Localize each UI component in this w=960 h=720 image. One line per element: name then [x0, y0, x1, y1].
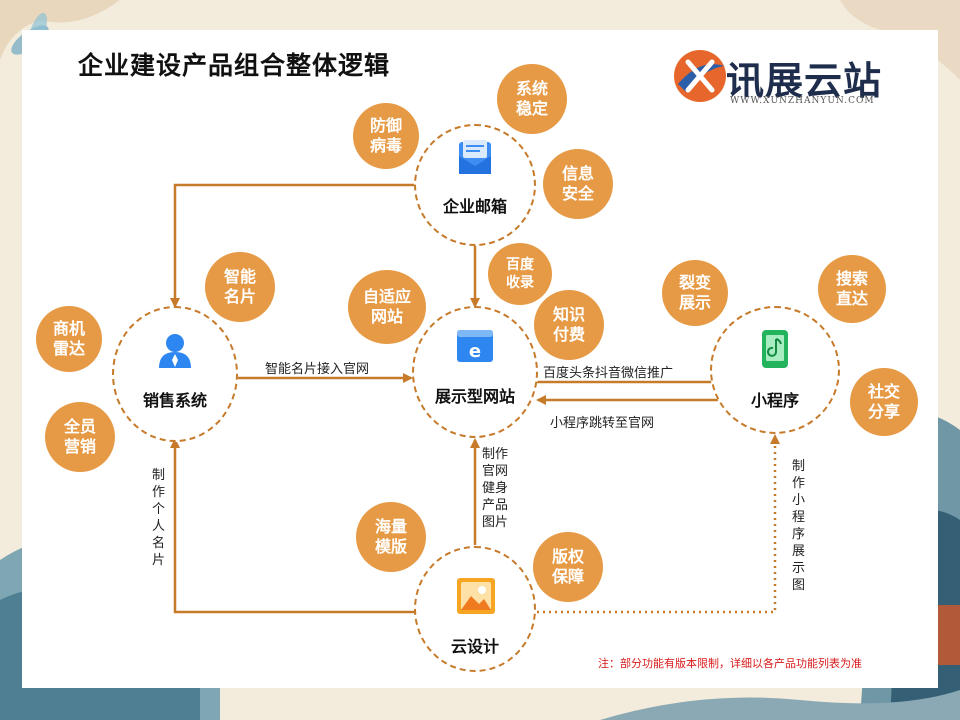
bubble-search: 搜索 直达	[818, 255, 886, 323]
picture-icon	[457, 578, 495, 614]
bubble-smartcard: 智能 名片	[205, 252, 275, 322]
bubble-payment: 知识 付费	[534, 290, 604, 360]
browser-e-icon: e	[457, 330, 493, 362]
mail-icon	[459, 140, 491, 174]
user-icon	[159, 334, 191, 368]
hub-miniapp	[710, 306, 840, 434]
bubble-radar: 商机 雷达	[36, 306, 102, 372]
edge-design-to-sales	[170, 438, 415, 614]
svg-text:e: e	[469, 341, 481, 362]
bubble-adaptive: 自适应 网站	[348, 270, 426, 344]
hub-sales-label: 销售系统	[142, 391, 207, 410]
page-title: 企业建设产品组合整体逻辑	[78, 51, 391, 80]
bubble-stable: 系统 稳定	[497, 64, 567, 134]
hub-website	[412, 306, 538, 438]
logo-text: 讯展云站	[726, 59, 883, 103]
hub-miniapp-label: 小程序	[750, 391, 799, 410]
xunzhan-logo-icon	[674, 50, 726, 102]
bubble-antivirus: 防御 病毒	[353, 103, 419, 169]
hub-email-label: 企业邮箱	[442, 197, 507, 216]
hub-website-label: 展示型网站	[434, 387, 515, 406]
edge-label-mini-to-site: 小程序跳转至官网	[550, 416, 655, 431]
hub-sales	[112, 306, 238, 442]
bubble-social: 社交 分享	[850, 368, 918, 436]
phone-music-icon	[762, 330, 788, 368]
edge-label-card-to-site: 智能名片接入官网	[265, 362, 370, 377]
bubble-templates: 海量 模版	[356, 502, 426, 572]
hub-design-label: 云设计	[450, 637, 499, 656]
bubble-fission: 裂变 展示	[662, 260, 728, 326]
edge-email-to-sales	[170, 183, 415, 308]
footnote: 注：部分功能有版本限制，详细以各产品功能列表为准	[598, 657, 862, 670]
edge-label-design-to-mini: 制作小程序展示图	[792, 459, 806, 593]
edge-label-site-to-mini: 百度头条抖音微信推广	[543, 366, 674, 381]
edge-label-design-to-sales: 制作个人名片	[152, 468, 166, 568]
bubble-allstaff: 全员 营销	[45, 402, 115, 472]
bubble-copyright: 版权 保障	[533, 532, 603, 602]
edge-label-design-to-site: 制作官网健身产品图片	[482, 447, 509, 530]
bubble-baidu: 百度 收录	[488, 243, 552, 305]
edge-design-to-miniapp	[537, 434, 780, 614]
bubble-infosec: 信息 安全	[543, 149, 613, 219]
logo-subtext: WWW.XUNZHANYUN.COM	[730, 96, 875, 106]
